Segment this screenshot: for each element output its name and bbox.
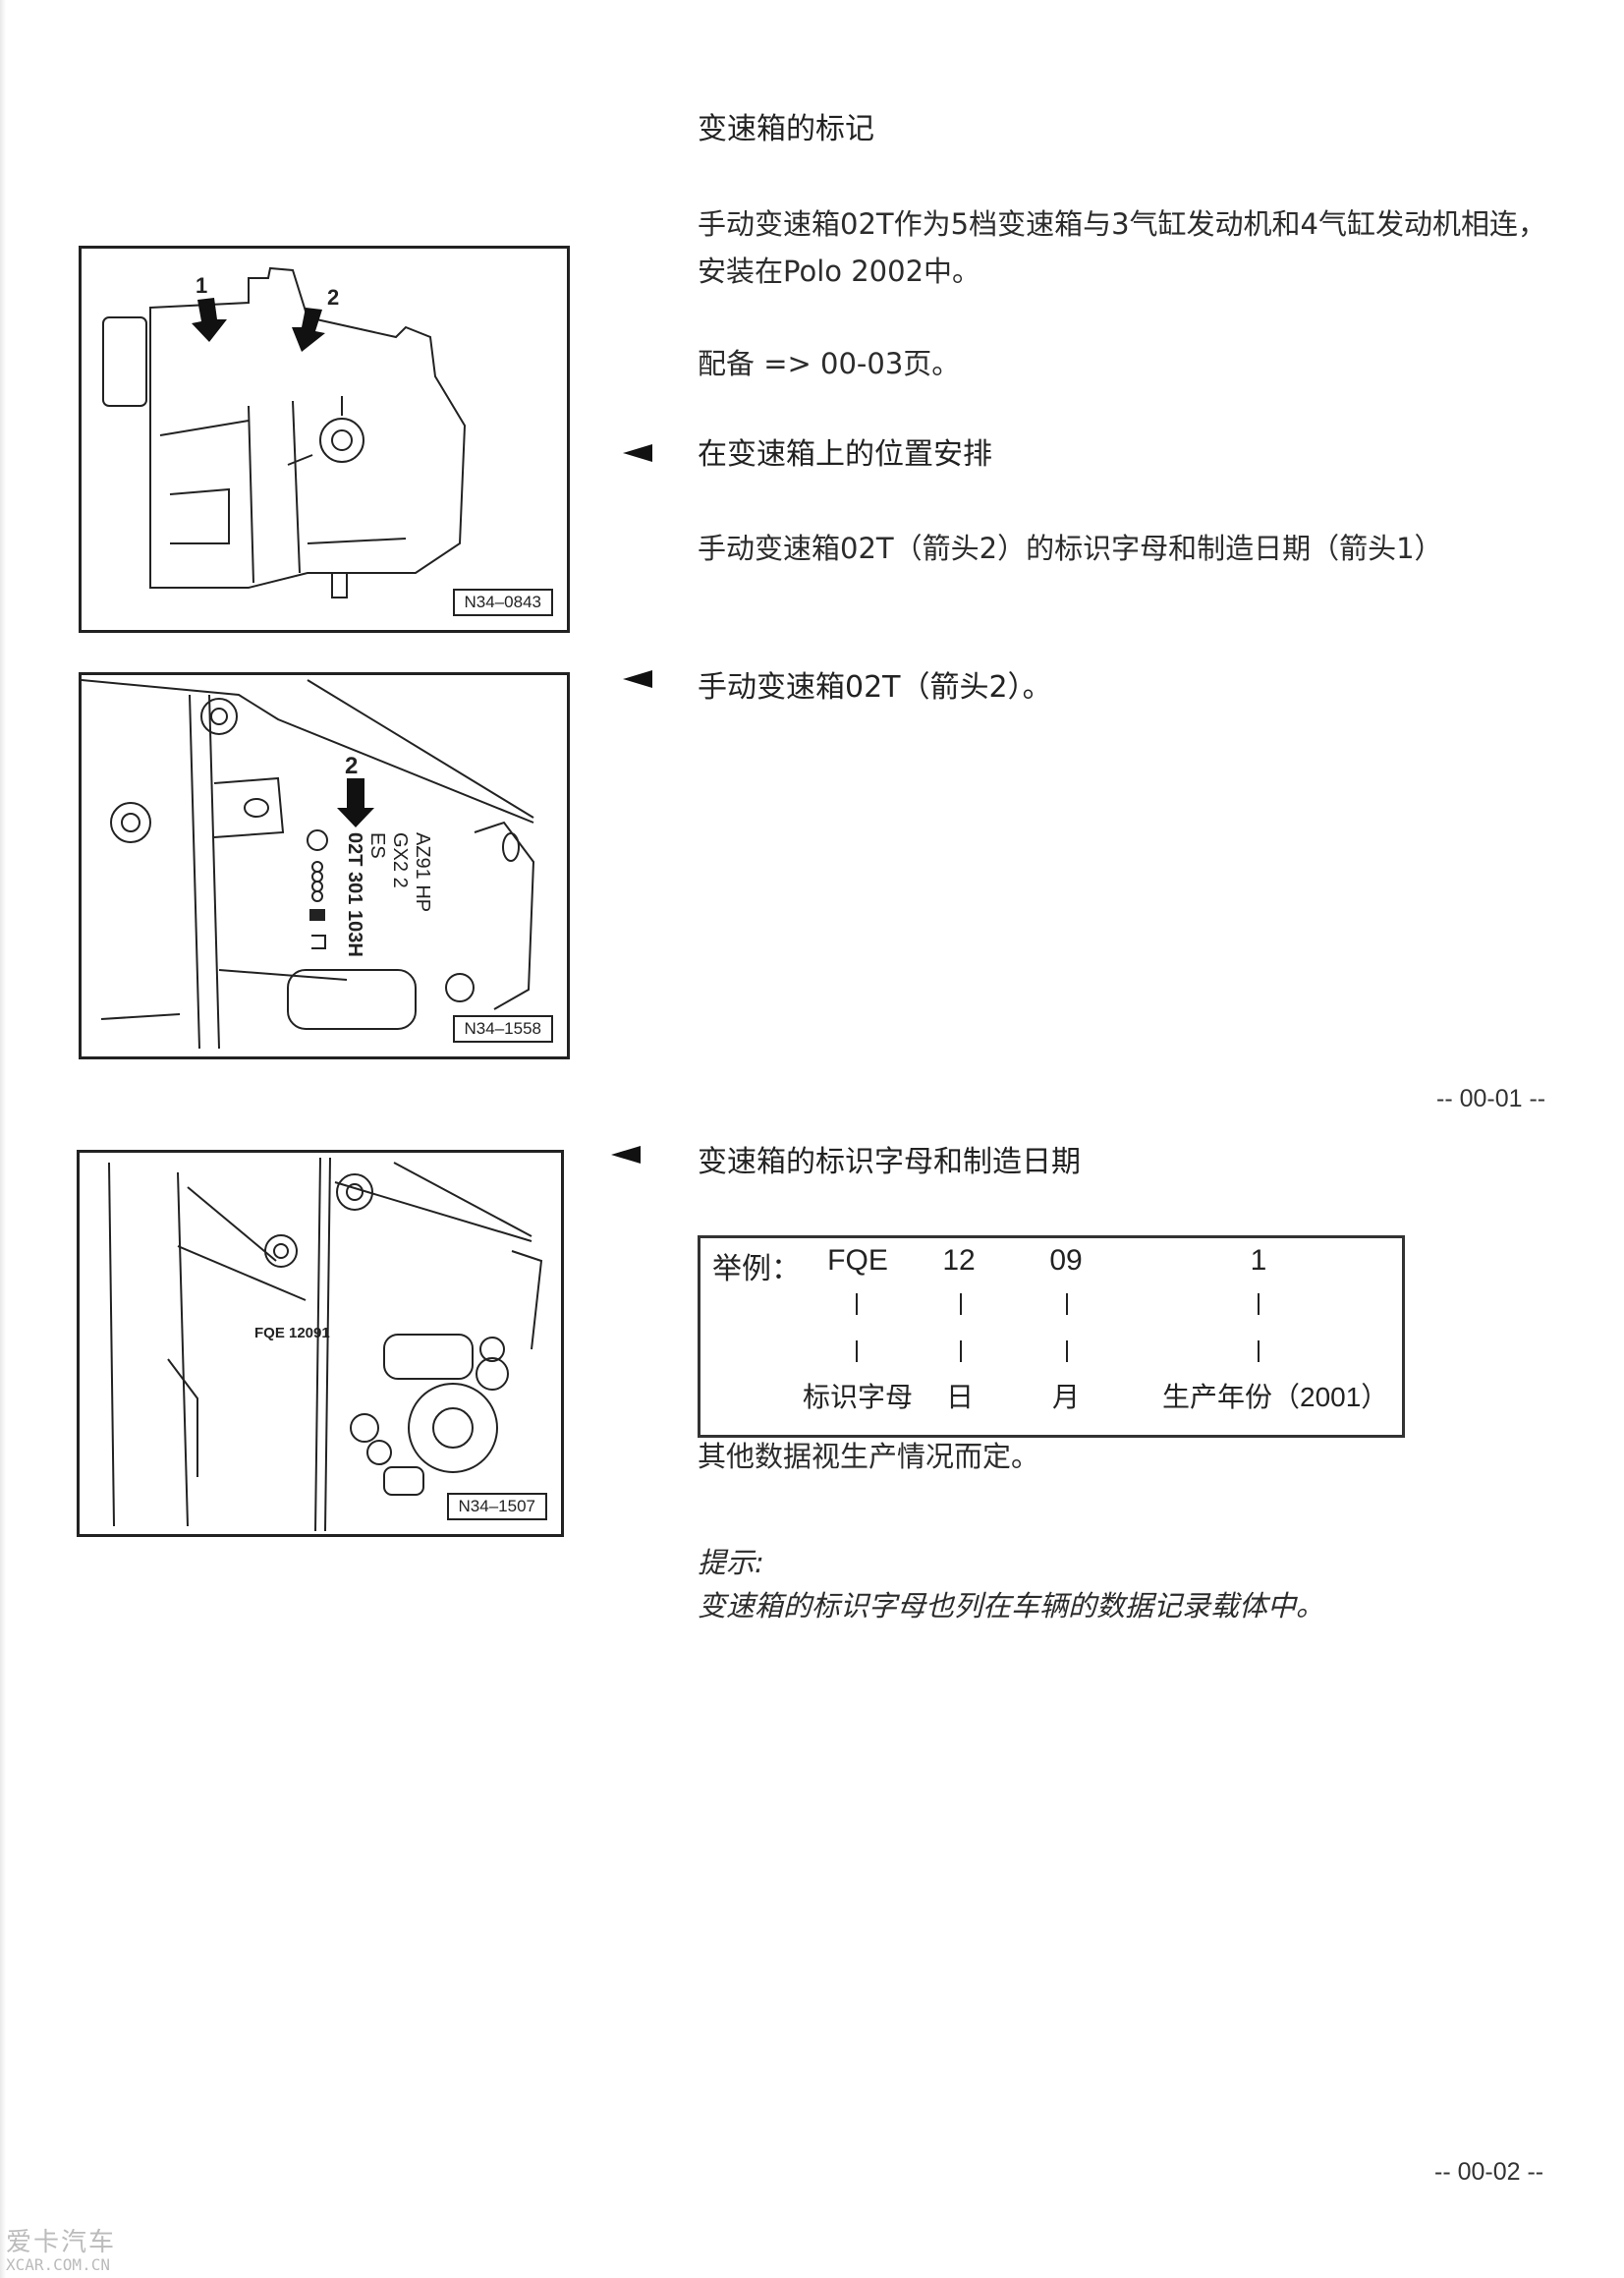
connector-line [1258, 1340, 1260, 1362]
connector-line [1258, 1293, 1260, 1315]
code-description: 标识字母 [802, 1382, 913, 1412]
page-title: 变速箱的标记 [698, 112, 874, 146]
day-description: 日 [945, 1382, 974, 1412]
example-label: 举例： [712, 1253, 801, 1285]
connector-line [856, 1293, 858, 1315]
svg-text:2: 2 [345, 753, 358, 779]
svg-text:1: 1 [196, 273, 207, 298]
pointer-arrow-icon [623, 670, 652, 688]
gearbox-stamp-drawing-icon: FQE 12091 [108, 1157, 543, 1532]
pointer-arrow-icon [623, 444, 652, 462]
intro-line-1: 手动变速箱02T作为5档变速箱与3气缸发动机和4气缸发动机相连， [698, 207, 1546, 241]
connector-line [1066, 1340, 1068, 1362]
example-year: 1 [1250, 1244, 1267, 1277]
id-code-example-box: 举例： FQE 12 09 1 标识字母 日 月 生产年份（2001） [698, 1235, 1405, 1438]
example-day: 12 [942, 1244, 976, 1277]
svg-text:ES: ES [366, 832, 388, 859]
figure-id-label: N34–0843 [452, 589, 553, 616]
svg-text:GX2 2: GX2 2 [389, 832, 411, 888]
hint-label: 提示: [698, 1546, 764, 1579]
hint-text: 变速箱的标识字母也列在车辆的数据记录载体中。 [698, 1589, 1325, 1623]
example-month: 09 [1049, 1244, 1083, 1277]
connector-line [960, 1340, 962, 1362]
pointer-arrow-icon [611, 1146, 641, 1164]
gearbox-closeup-drawing-icon: 2 02T 301 103H ES GX2 2 AZ91 HP [82, 679, 535, 1050]
svg-text:AZ91 HP: AZ91 HP [412, 832, 433, 912]
item1-body: 手动变速箱02T（箭头2）的标识字母和制造日期（箭头1） [698, 532, 1443, 565]
svg-text:FQE 12091: FQE 12091 [254, 1325, 330, 1341]
intro-line-2: 安装在Polo 2002中。 [698, 255, 981, 288]
month-description: 月 [1051, 1382, 1080, 1412]
item3-note: 其他数据视生产情况而定。 [698, 1440, 1040, 1473]
connector-line [856, 1340, 858, 1362]
example-code: FQE [827, 1244, 888, 1277]
figure-id-label: N34–1558 [452, 1015, 553, 1043]
item3-heading: 变速箱的标识字母和制造日期 [698, 1145, 1081, 1179]
scan-edge [0, 0, 6, 2278]
svg-text:02T 301 103H: 02T 301 103H [344, 832, 365, 957]
figure-id-label: N34–1507 [446, 1493, 547, 1520]
equipment-reference-link[interactable]: 配备 => 00-03页。 [698, 347, 961, 380]
connector-line [1066, 1293, 1068, 1315]
figure-id-stamp-location: FQE 12091 N34–1507 [77, 1150, 564, 1537]
year-description: 生产年份（2001） [1162, 1382, 1389, 1412]
svg-text:2: 2 [327, 285, 339, 310]
watermark-logo: 爱卡汽车 XCAR.COM.CN [6, 2228, 117, 2274]
page-number-first: -- 00-01 -- [1436, 1085, 1546, 1112]
figure-transmission-overview: 1 2 N34–0843 [79, 246, 570, 633]
transmission-drawing-icon: 1 2 [102, 266, 467, 598]
figure-gearbox-stamp: 2 02T 301 103H ES GX2 2 AZ91 HP N34–1558 [79, 672, 570, 1059]
item1-heading: 在变速箱上的位置安排 [698, 437, 992, 472]
connector-line [960, 1293, 962, 1315]
item2-heading: 手动变速箱02T（箭头2）。 [698, 670, 1052, 705]
page-number-second: -- 00-02 -- [1434, 2158, 1544, 2186]
